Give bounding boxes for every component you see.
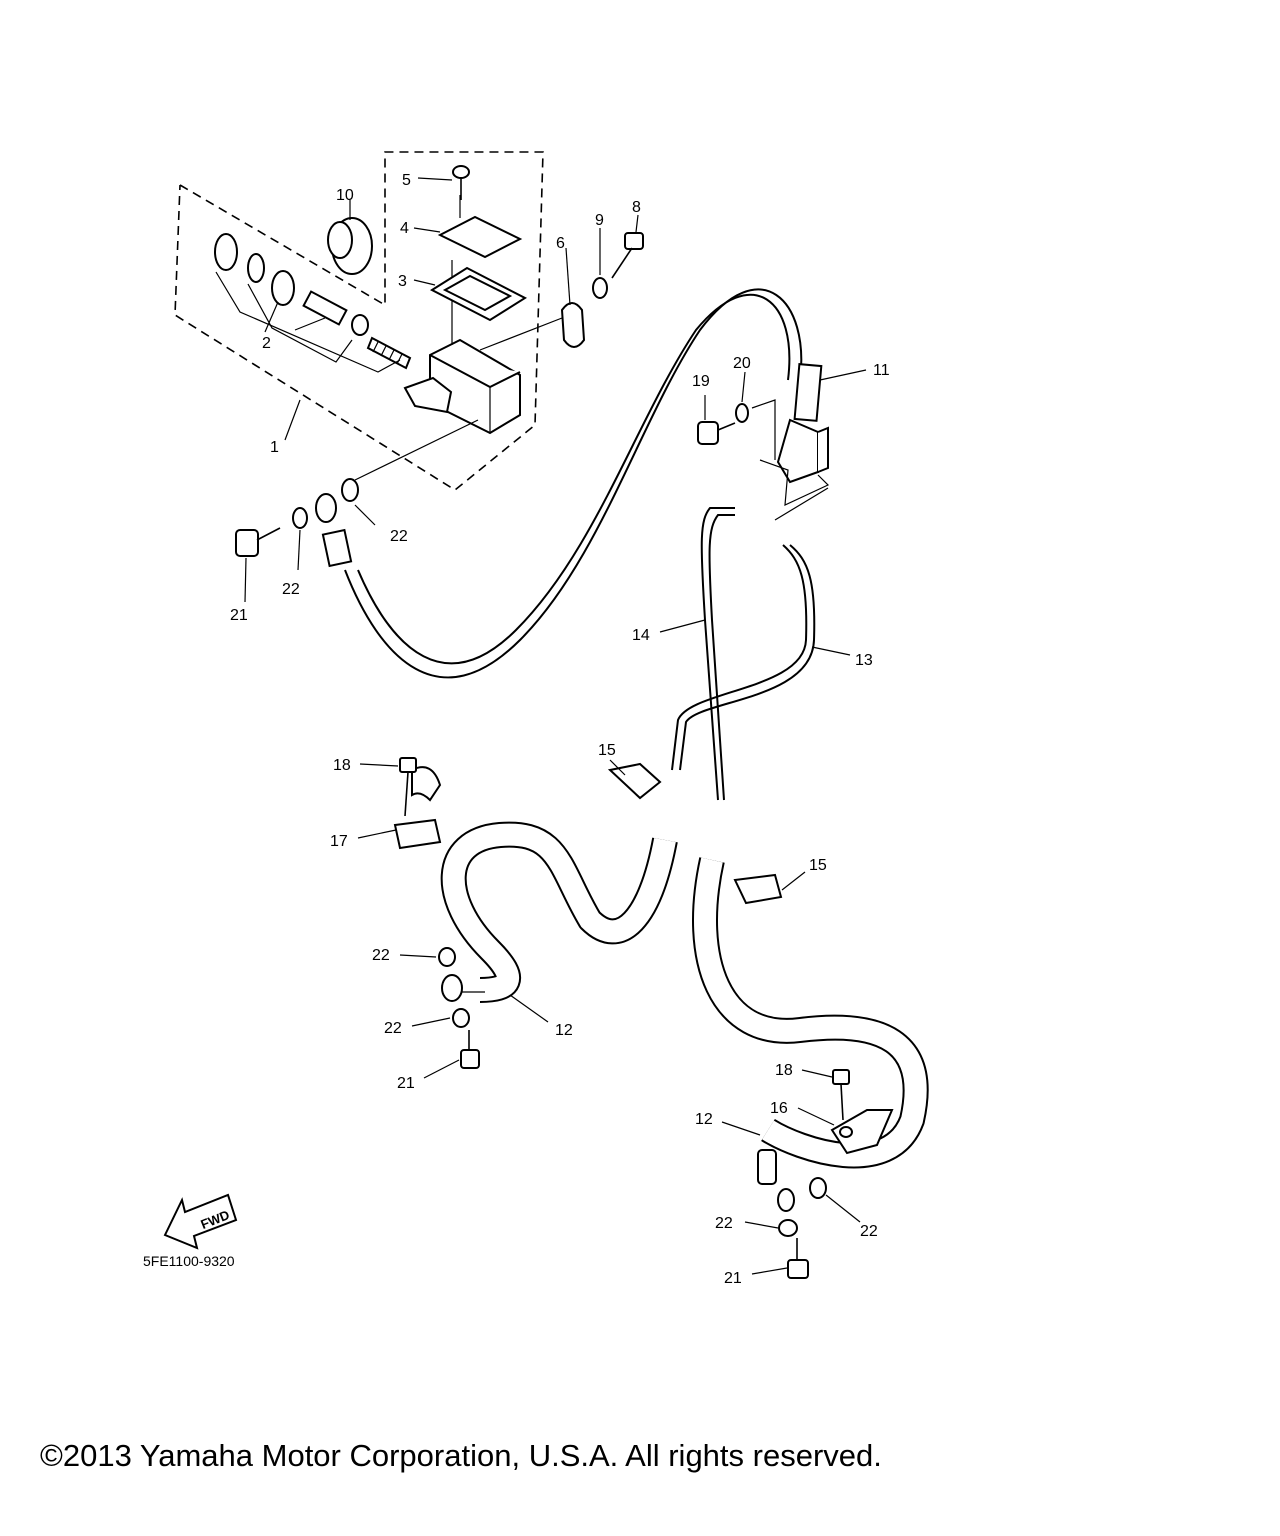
- callout-9: 9: [595, 212, 604, 229]
- part-washer-20: [735, 403, 749, 423]
- part-diaphragm: [429, 266, 528, 322]
- brake-pipe-13: [671, 544, 808, 771]
- callout-16: 16: [770, 1100, 788, 1117]
- callout-15-a: 15: [598, 742, 616, 759]
- callout-15-b: 15: [809, 857, 827, 874]
- callout-11: 11: [873, 362, 890, 379]
- bolt-18-right: [832, 1069, 850, 1121]
- washer-22-upper: [341, 478, 359, 502]
- fwd-arrow: FWD: [163, 1193, 238, 1250]
- callout-5: 5: [402, 172, 411, 189]
- banjo-fitting-right: [757, 1149, 795, 1212]
- copyright-notice: ©2013 Yamaha Motor Corporation, U.S.A. A…: [40, 1438, 882, 1473]
- clamp-15-left: [607, 762, 662, 800]
- master-cylinder-body: [403, 260, 521, 435]
- brake-system-exploded-diagram: FWD 5FE1100-9320 1 2 3 4 5 6 8 9 10 11 1…: [143, 151, 929, 1287]
- brake-joint: [759, 418, 830, 521]
- brake-hose-11: [344, 288, 803, 679]
- clamp-15-right: [733, 873, 783, 905]
- callout-21-a: 21: [230, 607, 248, 624]
- callout-19: 19: [692, 373, 710, 390]
- bracket-16: [830, 1109, 894, 1155]
- part-washer: [592, 277, 608, 299]
- callout-12-b: 12: [695, 1111, 713, 1128]
- callout-18-a: 18: [333, 757, 351, 774]
- callout-22-e: 22: [715, 1215, 733, 1232]
- callout-18-b: 18: [775, 1062, 793, 1079]
- callout-3: 3: [398, 273, 407, 290]
- master-cylinder-kit-box: [174, 151, 544, 491]
- washer-22-left-bottom: [452, 1008, 470, 1028]
- union-bolt-left: [460, 1030, 480, 1069]
- bracket-17: [393, 766, 442, 850]
- callout-8: 8: [632, 199, 641, 216]
- callout-10: 10: [336, 187, 354, 204]
- washer-22-right-b: [778, 1219, 798, 1237]
- part-bolt: [611, 232, 644, 279]
- callout-14: 14: [632, 627, 650, 644]
- callout-1: 1: [270, 439, 279, 456]
- callout-21-c: 21: [724, 1270, 742, 1287]
- callout-labels: 1 2 3 4 5 6 8 9 10 11 19 20 22 22 21 14 …: [230, 172, 890, 1287]
- part-cap: [437, 215, 523, 259]
- piston-kit-parts: [214, 233, 412, 373]
- washer-22-right-a: [809, 1177, 827, 1199]
- part-bolt-19: [697, 421, 736, 445]
- part-boot: [327, 217, 373, 275]
- union-bolt-right: [787, 1238, 809, 1279]
- leader-lines: [244, 177, 867, 1275]
- brake-pipe-14: [700, 507, 735, 801]
- callout-20: 20: [733, 355, 751, 372]
- part-holder: [560, 302, 586, 348]
- callout-12-a: 12: [555, 1022, 573, 1039]
- callout-22-a: 22: [390, 528, 408, 545]
- banjo-fitting-left: [441, 974, 485, 1002]
- callout-22-b: 22: [282, 581, 300, 598]
- callout-22-c: 22: [372, 947, 390, 964]
- callout-21-b: 21: [397, 1075, 415, 1092]
- callout-22-d: 22: [384, 1020, 402, 1037]
- callout-17: 17: [330, 833, 348, 850]
- washer-22-lower: [292, 507, 308, 529]
- union-bolt-upper: [235, 527, 281, 557]
- callout-22-f: 22: [860, 1223, 878, 1240]
- bolt-18-upper: [399, 757, 417, 817]
- part-screw: [452, 165, 470, 200]
- diagram-code: 5FE1100-9320: [143, 1253, 235, 1269]
- brake-hose-12-right: [694, 857, 927, 1167]
- callout-4: 4: [400, 220, 409, 237]
- washer-22-left-top: [438, 947, 456, 967]
- callout-2: 2: [262, 335, 271, 352]
- callout-13: 13: [855, 652, 873, 669]
- brake-hose-12-left: [442, 823, 676, 1001]
- callout-6: 6: [556, 235, 565, 252]
- banjo-fitting-upper: [315, 493, 353, 568]
